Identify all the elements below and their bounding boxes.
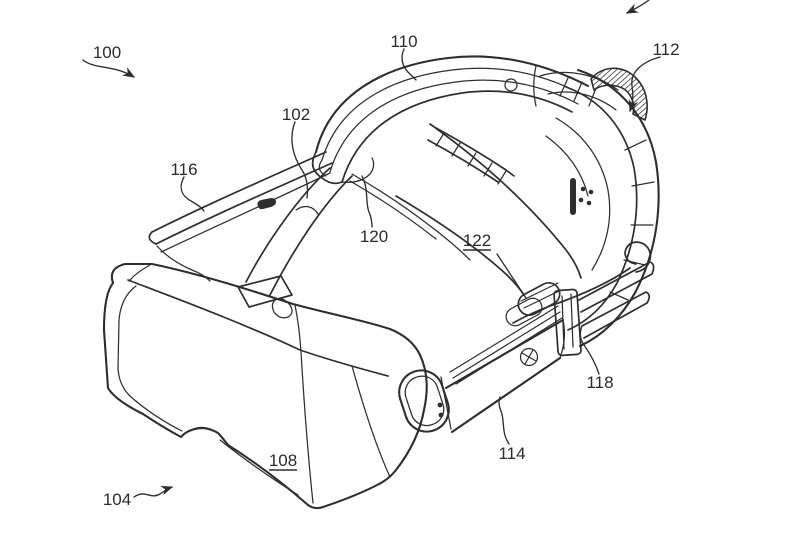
pad-lower-edge — [427, 139, 499, 183]
top-strap-outer-edge — [314, 55, 590, 154]
nose-cutout-inner-line — [185, 426, 215, 434]
speaker-cap-divider — [440, 376, 452, 430]
speaker-cap-inner — [404, 375, 445, 427]
cradle-upper-curve — [429, 123, 582, 279]
buckle-roller — [271, 298, 293, 319]
bar-bottom-edge — [450, 356, 562, 434]
left-strap-lower-edge — [155, 162, 333, 245]
leader-110 — [401, 48, 417, 81]
front-strap-and-buckle — [237, 167, 353, 319]
ring-rungs — [609, 139, 655, 301]
top-strap-clasp — [504, 78, 518, 92]
front-strap-left-edge — [245, 167, 331, 283]
ref-label-112: 112 — [652, 40, 679, 59]
strap-guide-cylinder-lower — [505, 297, 543, 327]
ref-label-110: 110 — [390, 32, 417, 51]
strap-guide-ridges — [520, 282, 562, 309]
cradle-lower-curve — [395, 195, 525, 296]
front-housing-outline — [102, 262, 428, 510]
ref-label-100: 100 — [93, 43, 121, 62]
arm-rail-bottom-1 — [581, 291, 651, 339]
buckle-plate — [237, 275, 293, 308]
ref-label-114: 114 — [498, 444, 525, 463]
rear-vent-slot — [570, 178, 576, 215]
leader-arrow-104 — [133, 485, 174, 498]
top-head-strap — [311, 55, 590, 185]
strap-guide-cylinder — [517, 281, 561, 317]
front-strap-right-edge — [269, 175, 353, 296]
top-face-front-edge — [127, 279, 389, 377]
top-face-corner-seam — [128, 264, 151, 282]
rear-dot-cluster — [578, 186, 594, 206]
ring-inner-edge — [565, 86, 638, 331]
left-strap-end-cap — [148, 231, 157, 245]
front-panel-inset-line-right — [219, 439, 299, 496]
leader-122 — [496, 253, 527, 299]
pad-upper-edge — [435, 127, 515, 177]
right-bevel-seam-left — [294, 304, 314, 504]
top-strap-line-1 — [321, 67, 584, 161]
thin-connector-strap — [349, 173, 471, 261]
right-bevel-seam-right — [351, 365, 391, 478]
top-strap-front-loop-inner — [318, 159, 327, 177]
left-strap-bracket — [156, 245, 211, 282]
left-strap-upper-edge — [151, 151, 327, 233]
left-strap-slot — [257, 198, 276, 210]
inner-head-cradle — [395, 123, 582, 296]
ref-label-118: 118 — [586, 373, 613, 392]
bar-screw — [519, 347, 539, 367]
top-strap-front-loop — [311, 151, 343, 185]
leader-lines — [82, 0, 661, 498]
top-strap-rear-seam — [533, 65, 537, 107]
leader-arrow-100 — [82, 59, 136, 78]
leader-arrow-112 — [628, 56, 661, 113]
ref-label-122: 122 — [463, 231, 491, 250]
front-housing — [102, 262, 428, 510]
speaker-cap-dots — [437, 402, 444, 418]
cable-over-ring-1 — [539, 71, 619, 91]
top-strap-line-2 — [329, 79, 579, 173]
leader-102 — [291, 121, 309, 199]
ref-label-116: 116 — [170, 160, 197, 179]
speaker-side-bar — [398, 281, 566, 434]
cable-over-ring-2 — [547, 91, 617, 111]
rear-shell-curve-1 — [555, 117, 611, 271]
arm-rail-top-1 — [578, 261, 655, 313]
thin-strap-edge-1 — [351, 173, 471, 261]
rear-adjustment-knob — [590, 67, 648, 121]
ref-label-104: 104 — [103, 490, 131, 509]
thin-strap-edge-2 — [349, 180, 437, 240]
leader-120 — [361, 175, 373, 228]
bar-top-edge — [444, 318, 565, 390]
rear-side-arm — [553, 261, 655, 357]
front-panel-inset-line — [117, 285, 183, 432]
bar-right-end — [559, 319, 566, 359]
leader-114 — [498, 396, 510, 445]
rear-shell-curve-2 — [545, 135, 589, 197]
ref-label-102: 102 — [282, 105, 310, 124]
leader-118 — [579, 325, 600, 375]
inner-strap-pad — [427, 127, 515, 185]
top-strap-inner-edge — [341, 90, 573, 183]
left-strap-inner-line — [160, 172, 331, 253]
reference-labels: 100 110 112 102 116 120 122 118 114 108 … — [93, 32, 680, 509]
cable-rear-curl — [624, 241, 652, 273]
ref-label-108: 108 — [269, 451, 297, 470]
knob-hatched-crescent — [590, 67, 648, 121]
leader-116 — [180, 176, 205, 212]
left-temple-strap — [148, 151, 333, 282]
pad-rungs — [435, 132, 507, 185]
front-strap-twist-line — [295, 205, 319, 215]
ref-label-120: 120 — [360, 227, 388, 246]
corner-arrow — [625, 0, 650, 14]
